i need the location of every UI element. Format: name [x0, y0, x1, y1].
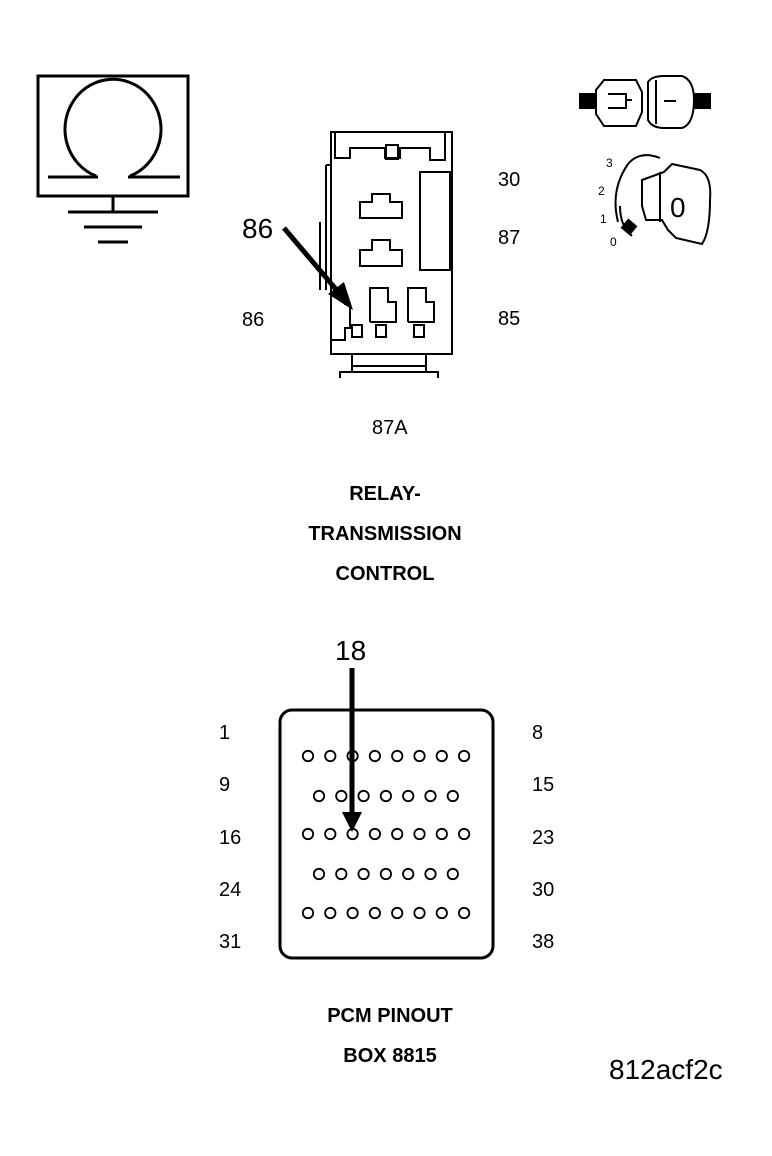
- pcm-row-label-right-4: 30: [532, 879, 555, 901]
- figure-id: 812acf2c: [609, 1054, 723, 1085]
- pcm-pin: [312, 789, 326, 803]
- pcm-pin: [324, 827, 337, 841]
- pcm-pin: [335, 789, 348, 803]
- relay-pin-87-label: 87: [498, 227, 521, 249]
- pcm-pin: [391, 827, 404, 841]
- pcm-pin: [457, 749, 471, 763]
- ignition-position-2: 2: [598, 184, 605, 198]
- pcm-arrow-pin-label: 18: [335, 635, 367, 666]
- pcm-pin: [413, 749, 426, 763]
- pcm-row-label-right-5: 38: [532, 931, 555, 953]
- relay-title-line-3: CONTROL: [335, 563, 435, 585]
- pcm-pin: [457, 906, 471, 920]
- relay-pin-30-label: 30: [498, 169, 521, 191]
- pcm-pin: [446, 789, 459, 803]
- pcm-pin: [346, 906, 359, 920]
- pcm-pin: [424, 867, 437, 881]
- pcm-row-label-right-1: 8: [532, 722, 544, 744]
- relay-pin-85-label: 85: [498, 308, 521, 330]
- pcm-pin: [357, 867, 370, 881]
- pcm-pin-grid: [301, 749, 471, 920]
- pcm-row-label-left-3: 16: [219, 827, 242, 849]
- pcm-pin: [324, 749, 337, 763]
- pcm-pin: [379, 867, 392, 881]
- pcm-pin: [312, 867, 326, 881]
- pcm-pin: [368, 827, 381, 841]
- pcm-pin: [446, 867, 459, 881]
- ignition-position-0: 0: [610, 235, 617, 249]
- pcm-pin: [368, 749, 381, 763]
- ignition-key-label: 0: [670, 192, 686, 223]
- relay-pin-86-label: 86: [242, 309, 265, 331]
- pcm-row-label-right-2: 15: [532, 774, 555, 796]
- pcm-pin: [413, 906, 426, 920]
- pcm-pin: [301, 749, 315, 763]
- pcm-row-label-left-2: 9: [219, 774, 231, 796]
- relay-pin-87a-label: 87A: [372, 417, 408, 439]
- pcm-pin: [335, 867, 348, 881]
- pcm-title-line-2: BOX 8815: [343, 1045, 437, 1067]
- connector-icon: [579, 75, 711, 129]
- relay-arrow-pin-label: 86: [242, 213, 274, 244]
- pcm-pin: [368, 906, 381, 920]
- pcm-pin: [391, 906, 404, 920]
- relay-title-line-1: RELAY-: [349, 483, 421, 505]
- pcm-pin: [379, 789, 392, 803]
- pcm-pin: [301, 827, 315, 841]
- pcm-row-label-left-4: 24: [219, 879, 242, 901]
- pcm-pin: [413, 827, 426, 841]
- pcm-title-line-1: PCM PINOUT: [327, 1005, 453, 1027]
- pcm-row-label-left-5: 31: [219, 931, 242, 953]
- pcm-row-label-left-1: 1: [219, 722, 231, 744]
- pcm-pin: [457, 827, 471, 841]
- relay-title-line-2: TRANSMISSION: [308, 523, 462, 545]
- pcm-pin: [402, 867, 415, 881]
- ignition-position-3: 3: [606, 156, 613, 170]
- pcm-pin: [435, 906, 448, 920]
- pcm-pin: [357, 789, 370, 803]
- pcm-pin: [424, 789, 437, 803]
- pcm-pin: [301, 906, 315, 920]
- pcm-pin: [435, 827, 448, 841]
- ignition-key-icon: [614, 154, 712, 246]
- pcm-pin: [402, 789, 415, 803]
- pcm-pin: [324, 906, 337, 920]
- pcm-pin: [435, 749, 448, 763]
- pcm-pin: [391, 749, 404, 763]
- pcm-row-label-right-3: 23: [532, 827, 555, 849]
- ignition-position-1: 1: [600, 212, 607, 226]
